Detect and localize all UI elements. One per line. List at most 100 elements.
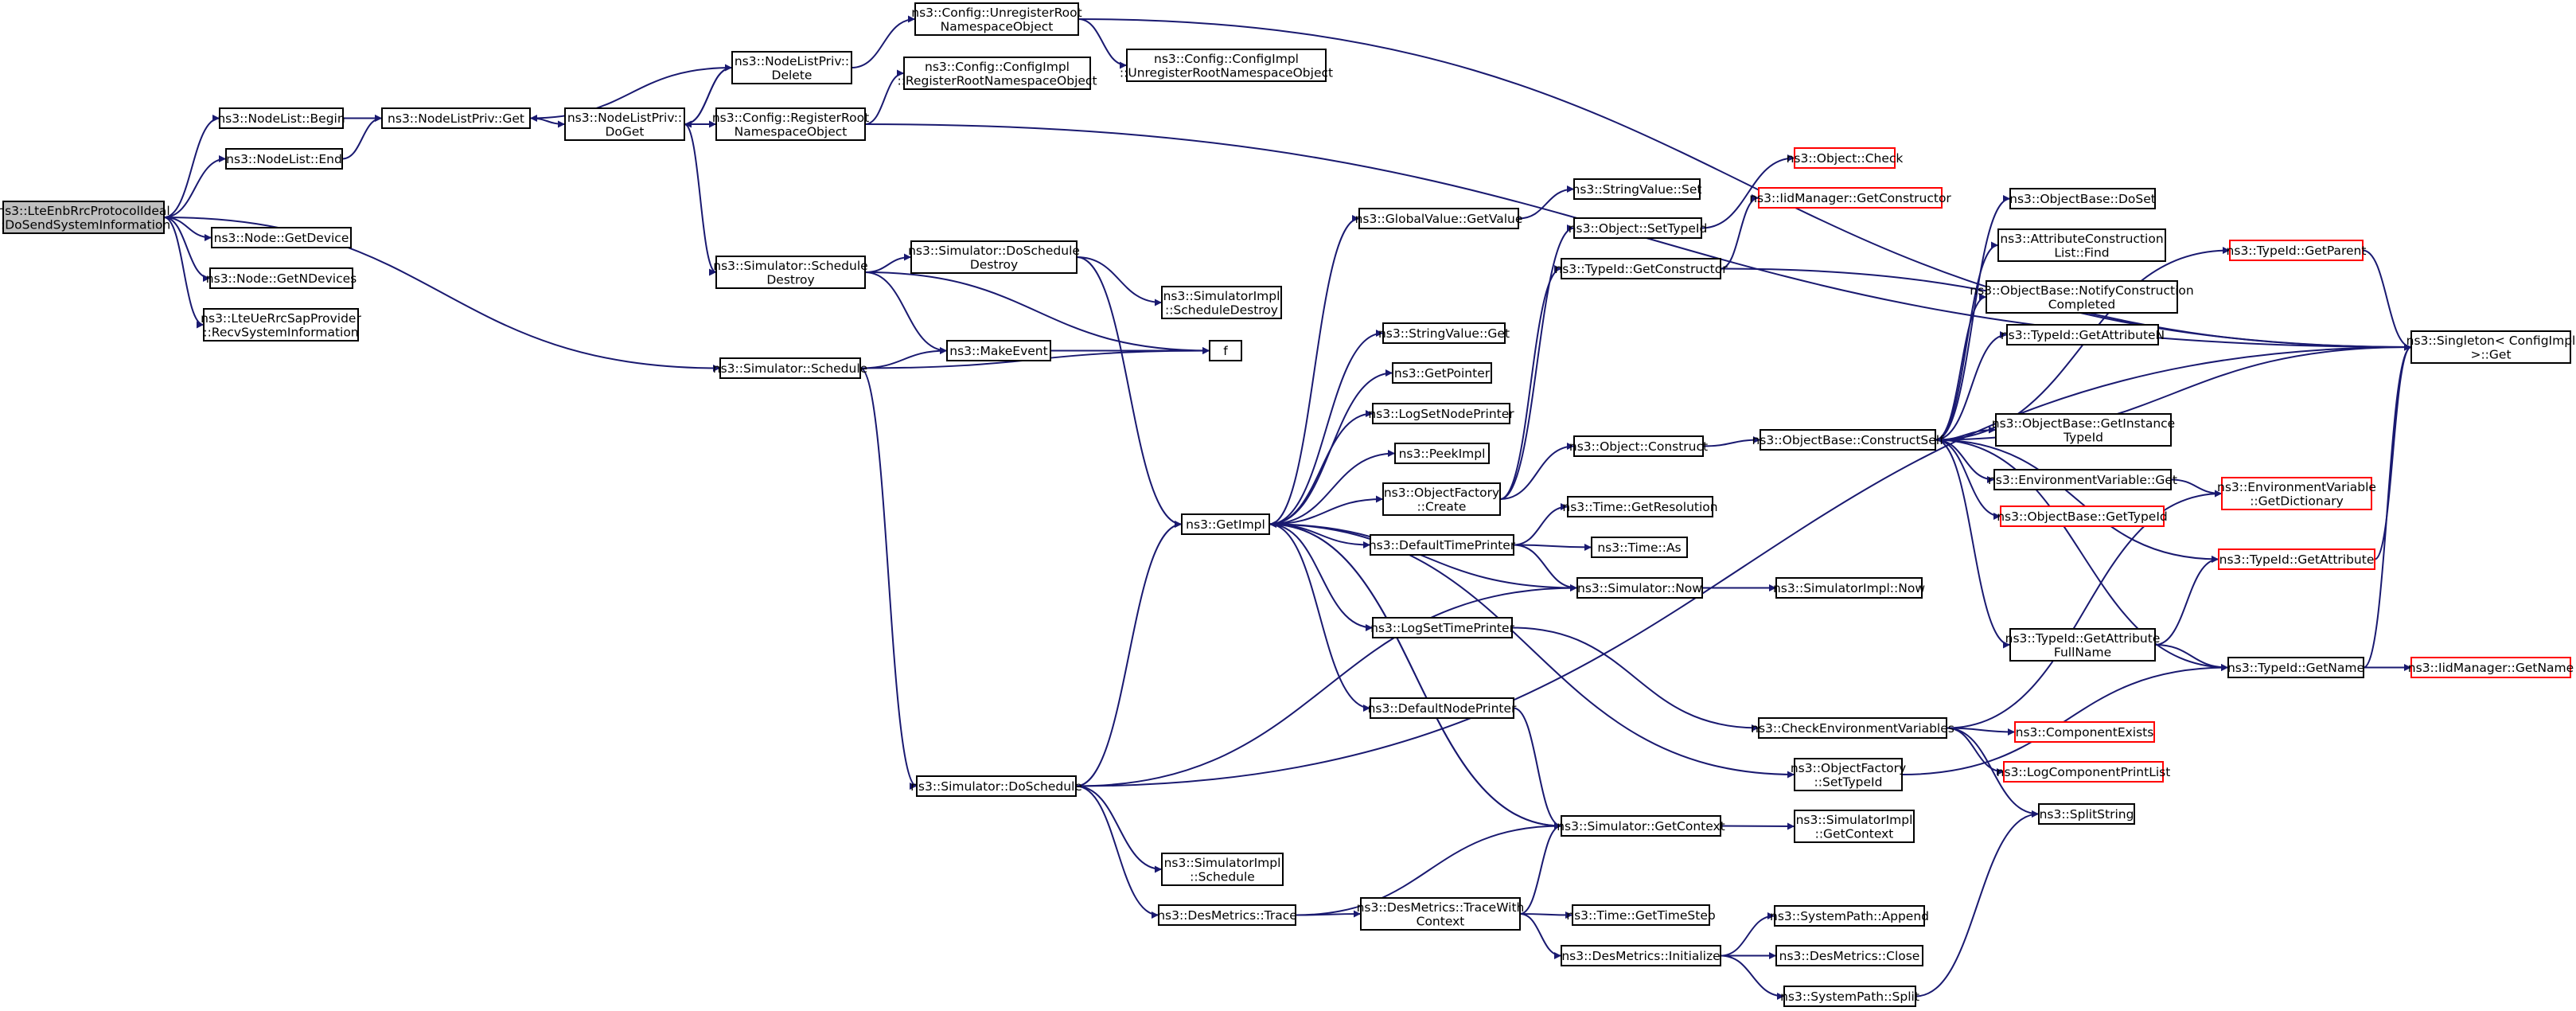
node-implnow[interactable]: ns3::SimulatorImpl::Now <box>1773 577 1925 599</box>
node-box <box>564 107 685 141</box>
node-defnode[interactable]: ns3::DefaultNodePrinter <box>1368 697 1517 719</box>
node-unregns[interactable]: ns3::Config::UnregisterRootNamespaceObje… <box>911 2 1082 36</box>
node-tidgetattr[interactable]: ns3::TypeId::GetAttribute <box>2218 548 2375 570</box>
node-logsettime[interactable]: ns3::LogSetTimePrinter <box>1370 617 1515 638</box>
edge-obconstructself-to-tidattrfull <box>1935 439 2011 649</box>
node-spappend[interactable]: ns3::SystemPath::Append <box>1770 905 1929 927</box>
node-implgetctx[interactable]: ns3::SimulatorImpl::GetContext <box>1794 810 1915 843</box>
node-obgettype[interactable]: ns3::ObjectBase::GetTypeId <box>1997 506 2168 527</box>
node-box <box>2229 240 2364 261</box>
node-splitstring[interactable]: ns3::SplitString <box>2038 803 2135 825</box>
node-spsplit[interactable]: ns3::SystemPath::Split <box>1780 986 1919 1007</box>
node-obconstructself[interactable]: ns3::ObjectBase::ConstructSelf <box>1752 429 1944 451</box>
node-logcompprint[interactable]: ns3::LogComponentPrintList <box>1997 761 2171 783</box>
edge-envget-to-envdict <box>2170 478 2223 498</box>
node-gettimestep[interactable]: ns3::Time::GetTimeStep <box>1566 904 1716 926</box>
node-implschedule[interactable]: ns3::SimulatorImpl::Schedule <box>1161 853 1284 886</box>
node-obnotify[interactable]: ns3::ObjectBase::NotifyConstructionCompl… <box>1970 280 2194 314</box>
node-getres[interactable]: ns3::Time::GetResolution <box>1562 496 1718 517</box>
edge-regns-to-cfgimplreg <box>864 69 905 125</box>
node-nlbegin[interactable]: ns3::NodeList::Begin <box>217 107 345 129</box>
node-obdoset[interactable]: ns3::ObjectBase::DoSet <box>2009 188 2156 209</box>
node-nlpdelete[interactable]: ns3::NodeListPriv::Delete <box>731 51 852 84</box>
node-svget[interactable]: ns3::StringValue::Get <box>1378 322 1510 344</box>
node-destrace[interactable]: ns3::DesMetrics::Trace <box>1157 904 1297 926</box>
node-envdict[interactable]: ns3::EnvironmentVariable::GetDictionary <box>2217 477 2376 510</box>
node-nlend[interactable]: ns3::NodeList::End <box>225 148 343 170</box>
node-objsettype[interactable]: ns3::Object::SetTypeId <box>1569 217 1708 239</box>
node-label: ns3::Time::GetResolution <box>1562 500 1717 514</box>
node-tidgetctor[interactable]: ns3::TypeId::GetConstructor <box>1554 258 1728 279</box>
node-label: ns3::ObjectBase::GetTypeId <box>1997 509 2168 524</box>
node-envget[interactable]: ns3::EnvironmentVariable::Get <box>1988 469 2177 490</box>
node-doschedule[interactable]: ns3::Simulator::DoSchedule <box>910 775 1082 797</box>
node-timeas[interactable]: ns3::Time::As <box>1591 537 1688 558</box>
node-implschdestroy[interactable]: ns3::SimulatorImpl::ScheduleDestroy <box>1161 286 1282 319</box>
node-schdestroy[interactable]: ns3::Simulator::ScheduleDestroy <box>713 256 868 289</box>
node-compexists[interactable]: ns3::ComponentExists <box>2014 721 2155 743</box>
node-nlpget[interactable]: ns3::NodeListPriv::Get <box>381 107 531 129</box>
node-gvget[interactable]: ns3::GlobalValue::GetValue <box>1355 208 1523 229</box>
node-box <box>1775 577 1923 599</box>
node-root[interactable]: ns3::LteEnbRrcProtocolIdeal::DoSendSyste… <box>0 201 170 234</box>
node-peekimpl[interactable]: ns3::PeekImpl <box>1394 443 1490 464</box>
node-label: ::RegisterRootNamespaceObject <box>897 73 1097 88</box>
node-label: FullName <box>2054 645 2111 659</box>
node-tidgetparent[interactable]: ns3::TypeId::GetParent <box>2227 240 2367 261</box>
node-box <box>1358 208 1519 229</box>
node-singleton[interactable]: ns3::Singleton< ConfigImpl >::Get <box>2406 330 2576 364</box>
node-getndevices[interactable]: ns3::Node::GetNDevices <box>206 267 357 289</box>
node-box <box>715 256 866 289</box>
node-simgetctx[interactable]: ns3::Simulator::GetContext <box>1557 815 1725 837</box>
node-schedule[interactable]: ns3::Simulator::Schedule <box>713 357 867 379</box>
node-objconstruct[interactable]: ns3::Object::Construct <box>1569 435 1708 457</box>
edge-schdestroy-to-f <box>864 271 1210 354</box>
node-iidgetname[interactable]: ns3::IidManager::GetName <box>2408 657 2574 678</box>
edge-gvget-to-svset <box>1518 185 1575 220</box>
edge-nlpdoget-to-schdestroy <box>684 123 717 276</box>
edge-desinit-to-spappend <box>1720 912 1775 957</box>
node-nlpdoget[interactable]: ns3::NodeListPriv::DoGet <box>564 107 685 141</box>
node-checkenv[interactable]: ns3::CheckEnvironmentVariables <box>1751 717 1954 739</box>
node-getdevice[interactable]: ns3::Node::GetDevice <box>211 227 352 248</box>
node-box <box>2410 330 2571 364</box>
node-logsetnode[interactable]: ns3::LogSetNodePrinter <box>1368 403 1514 424</box>
node-label: ns3::LteEnbRrcProtocolIdeal <box>0 204 170 218</box>
node-tidgetattrn[interactable]: ns3::TypeId::GetAttributeN <box>2001 324 2165 345</box>
node-svset[interactable]: ns3::StringValue::Set <box>1572 178 1702 200</box>
node-regns[interactable]: ns3::Config::RegisterRootNamespaceObject <box>712 107 869 141</box>
node-recvsys[interactable]: ns3::LteUeRrcSapProvider::RecvSystemInfo… <box>201 308 361 342</box>
edge-logsettime-to-checkenv <box>1511 627 1760 732</box>
edge-getimpl-to-gvget <box>1269 215 1360 525</box>
edge-checkenv-to-envdict <box>1946 490 2223 729</box>
edge-tidgetctor-to-iidgetctor <box>1720 194 1760 270</box>
node-simnow[interactable]: ns3::Simulator::Now <box>1576 577 1703 599</box>
node-box <box>381 107 531 129</box>
node-makeevent[interactable]: ns3::MakeEvent <box>946 340 1051 361</box>
node-tidgetname[interactable]: ns3::TypeId::GetName <box>2227 657 2364 678</box>
node-iidgetctor[interactable]: ns3::IidManager::GetConstructor <box>1749 187 1951 209</box>
node-box <box>1382 322 1506 344</box>
node-desinit[interactable]: ns3::DesMetrics::Initialize <box>1561 945 1721 966</box>
node-desclose[interactable]: ns3::DesMetrics::Close <box>1775 945 1923 966</box>
node-objcheck[interactable]: ns3::Object::Check <box>1787 147 1904 169</box>
node-cfgimplunreg[interactable]: ns3::Config::ConfigImpl::UnregisterRootN… <box>1120 49 1333 82</box>
node-label: ns3::CheckEnvironmentVariables <box>1751 721 1954 736</box>
node-getimpl[interactable]: ns3::GetImpl <box>1181 513 1270 535</box>
node-deftime[interactable]: ns3::DefaultTimePrinter <box>1369 534 1516 556</box>
node-getpointer[interactable]: ns3::GetPointer <box>1392 362 1492 384</box>
node-label: ns3::Time::As <box>1597 541 1681 555</box>
edge-root-to-recvsys <box>163 217 205 329</box>
node-cfgimplreg[interactable]: ns3::Config::ConfigImpl::RegisterRootNam… <box>897 57 1097 90</box>
node-f[interactable]: f <box>1209 340 1242 361</box>
node-label: ns3::LogSetNodePrinter <box>1368 407 1514 421</box>
node-label: ns3::TypeId::GetParent <box>2227 244 2367 258</box>
node-ofsettype[interactable]: ns3::ObjectFactory::SetTypeId <box>1791 758 1906 791</box>
node-ofcreate[interactable]: ns3::ObjectFactory::Create <box>1382 482 1501 516</box>
node-label: ns3::IidManager::GetConstructor <box>1749 191 1951 205</box>
